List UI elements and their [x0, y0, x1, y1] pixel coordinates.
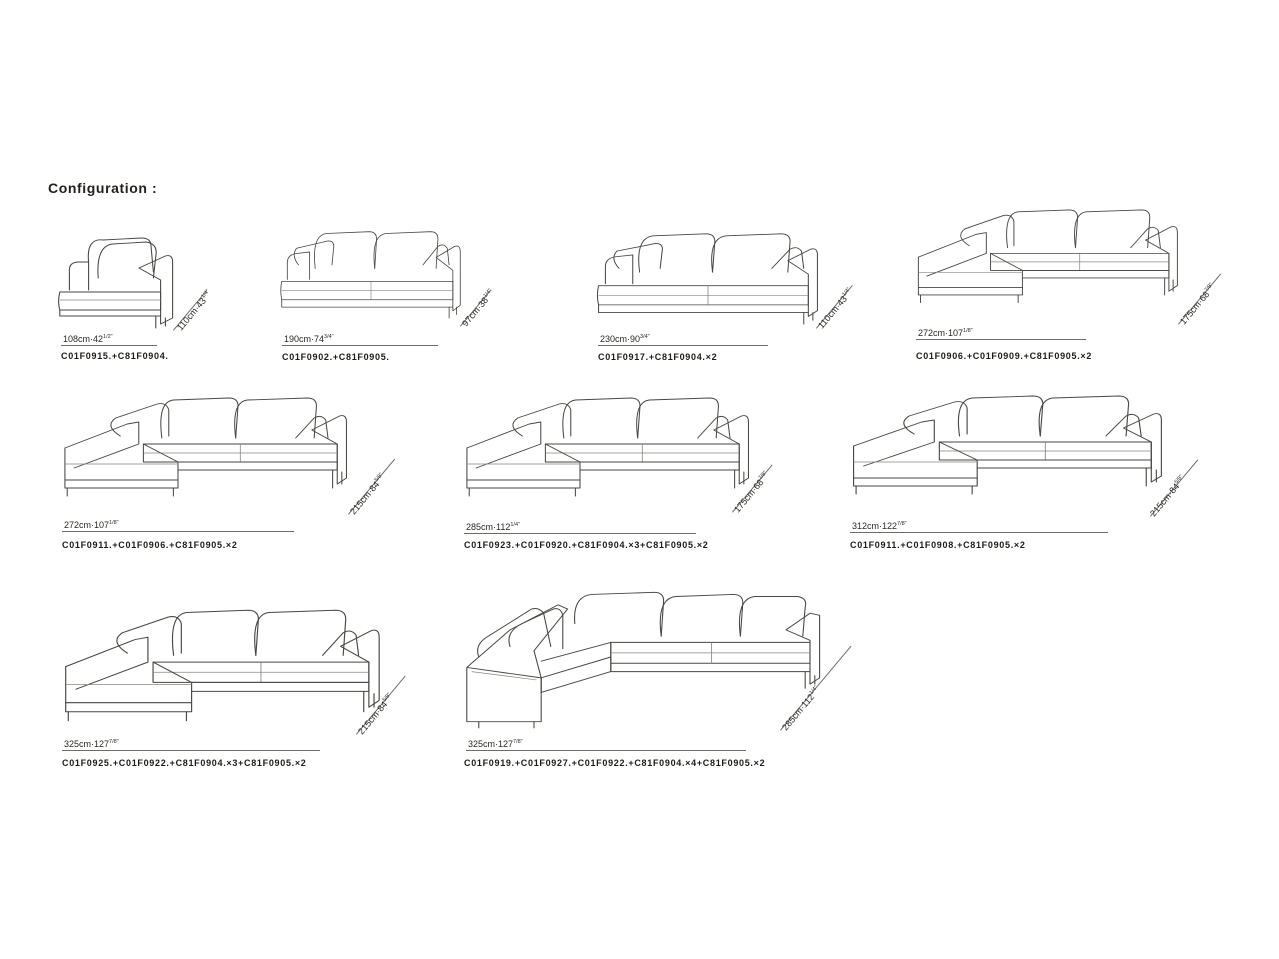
model-code: C01F0902.+C81F0905.	[282, 352, 390, 362]
sectional-drawing	[64, 397, 347, 497]
configuration-7: 312cm·1227/8" 215cm·845/8" C01F0911.+C01…	[846, 394, 1226, 556]
model-code: C01F0923.+C01F0920.+C81F0904.×3+C81F0905…	[464, 540, 709, 550]
sectional-drawing	[917, 209, 1178, 304]
configuration-5: 272cm·1071/8" 215cm·845/8" C01F0911.+C01…	[58, 396, 398, 556]
width-dimension-line	[850, 532, 1108, 533]
configuration-9: 325cm·1277/8" 285cm·1121/4" C01F0919.+C0…	[462, 584, 882, 780]
configuration-8: 325cm·1277/8" 215cm·845/8" C01F0925.+C01…	[58, 608, 418, 778]
model-code: C01F0906.+C01F0909.+C81F0905.×2	[916, 351, 1093, 361]
width-dimension: 230cm·903/4"	[600, 334, 650, 344]
configuration-4: 272cm·1071/8" 175cm·687/8" C01F0906.+C01…	[912, 208, 1252, 368]
width-dimension-line	[62, 531, 294, 532]
corner-sectional-drawing	[466, 591, 821, 729]
sofa-drawing	[280, 231, 461, 319]
width-dimension-line	[466, 750, 746, 751]
width-dimension: 325cm·1277/8"	[64, 739, 119, 749]
model-code: C01F0917.+C81F0904.×2	[598, 352, 718, 362]
model-code: C01F0925.+C01F0922.+C81F0904.×3+C81F0905…	[62, 758, 307, 768]
width-dimension: 312cm·1227/8"	[852, 521, 907, 531]
armchair-drawing	[58, 237, 174, 329]
width-dimension-line	[62, 750, 320, 751]
width-dimension: 272cm·1071/8"	[918, 328, 973, 338]
model-code: C01F0919.+C01F0927.+C01F0922.+C81F0904.×…	[464, 758, 766, 768]
model-code: C01F0911.+C01F0906.+C81F0905.×2	[62, 540, 238, 550]
configuration-3: 230cm·903/4" 110cm·431/4" C01F0917.+C81F…	[594, 230, 884, 370]
width-dimension-line	[916, 339, 1086, 340]
configuration-6: 285cm·1121/4" 175cm·687/8" C01F0923.+C01…	[460, 396, 810, 556]
width-dimension-line	[464, 533, 696, 534]
sofa-drawing	[596, 233, 818, 325]
width-dimension: 190cm·743/4"	[284, 334, 334, 344]
configuration-1: 108cm·421/2" 110cm·431/4" C01F0915.+C81F…	[55, 232, 305, 372]
model-code: C01F0911.+C01F0908.+C81F0905.×2	[850, 540, 1026, 550]
page-title: Configuration :	[48, 180, 158, 196]
sectional-drawing	[853, 395, 1162, 495]
depth-dimension: 110cm·431/4"	[175, 288, 212, 333]
sectional-drawing	[466, 397, 749, 497]
sectional-drawing	[65, 609, 380, 722]
width-dimension: 272cm·1071/8"	[64, 520, 119, 530]
width-dimension-line	[598, 345, 768, 346]
width-dimension: 325cm·1277/8"	[468, 739, 523, 749]
width-dimension: 285cm·1121/4"	[466, 522, 520, 532]
model-code: C01F0915.+C81F0904.	[61, 351, 169, 361]
configuration-2: 190cm·743/4" 97cm·381/4" C01F0902.+C81F0…	[278, 228, 538, 368]
width-dimension-line	[61, 345, 157, 346]
width-dimension-line	[282, 345, 438, 346]
width-dimension: 108cm·421/2"	[63, 334, 113, 344]
depth-dimension: 97cm·381/4"	[460, 287, 494, 329]
